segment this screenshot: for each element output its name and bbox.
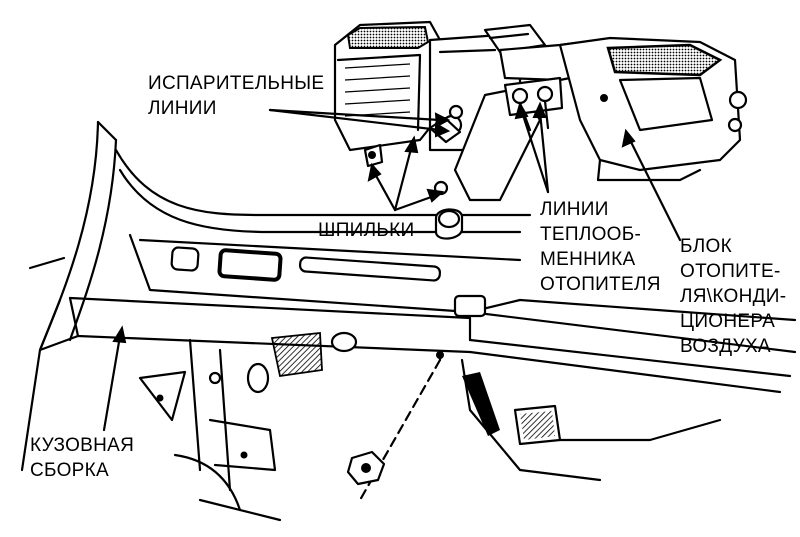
label-heater-ac-unit: БЛОК ОТОПИТЕ- ЛЯ\КОНДИ- ЦИОНЕРА ВОЗДУХА [680, 234, 786, 359]
label-line: ШПИЛЬКИ [318, 220, 415, 241]
label-line: ВОЗДУХА [680, 336, 771, 357]
label-line: ЛЯ\КОНДИ- [680, 286, 787, 307]
label-line: ТЕПЛООБ- [540, 224, 642, 245]
label-line: ЛИНИИ [540, 199, 609, 220]
label-line: СБОРКА [30, 460, 109, 481]
label-body-assembly: КУЗОВНАЯ СБОРКА [30, 433, 134, 483]
label-studs: ШПИЛЬКИ [318, 218, 415, 243]
label-line: ОТОПИТЕ- [680, 261, 781, 282]
label-line: ИСПАРИТЕЛЬНЫЕ [148, 73, 325, 94]
body-assembly-drawing [20, 120, 797, 522]
label-line: ЦИОНЕРА [680, 311, 776, 332]
label-line: КУЗОВНАЯ [30, 435, 135, 456]
label-line: МЕННИКА [540, 249, 636, 270]
label-line: ОТОПИТЕЛЯ [540, 274, 661, 295]
label-evaporator-lines: ИСПАРИТЕЛЬНЫЕ ЛИНИИ [148, 71, 324, 121]
label-line: БЛОК [680, 236, 732, 257]
leader-lines [102, 101, 682, 432]
label-line: ЛИНИИ [148, 98, 217, 119]
label-heater-core-lines: ЛИНИИ ТЕПЛООБ- МЕННИКА ОТОПИТЕЛЯ [540, 197, 661, 297]
